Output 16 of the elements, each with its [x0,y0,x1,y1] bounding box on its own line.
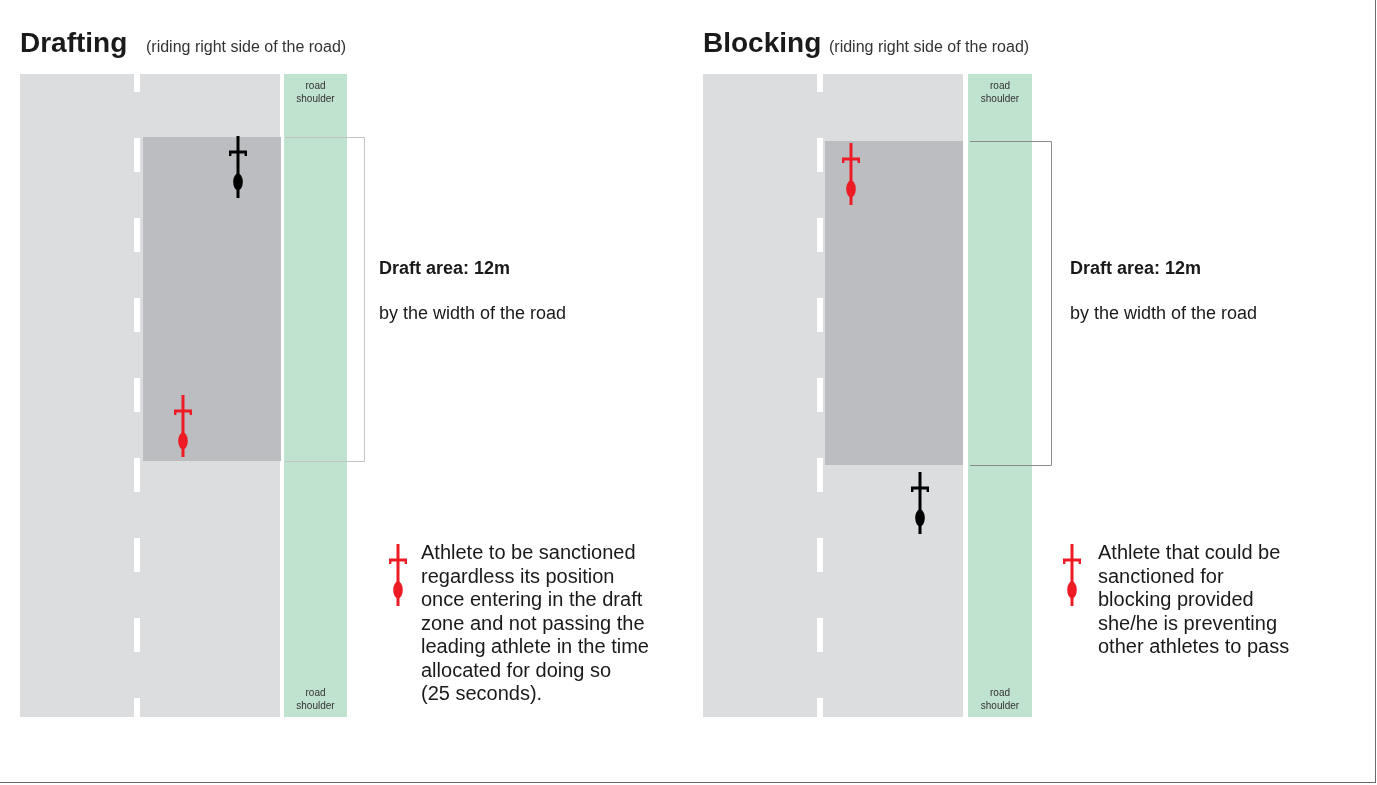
legend-text: Athlete that could be sanctioned for blocking provided she/he is preventing other athletes to pass [1098,541,1290,659]
legend-text: Athlete to be sanctioned regardless its position once entering in the draft zone and not passing the leading athlete in the time allocated for doing so (25 seconds). [421,541,649,706]
dimension-note: by the width of the road [379,304,567,322]
dimension-label: Draft area: 12m [379,259,511,277]
dimension-note: by the width of the road [1070,304,1258,322]
shoulder-label: road shoulder [295,79,336,105]
heading-note: (riding right side of the road) [146,39,347,55]
shoulder-label: road shoulder [295,686,336,712]
road-shoulder [284,74,347,717]
heading-note: (riding right side of the road) [829,39,1030,55]
panel-heading: Drafting [20,29,128,57]
road-shoulder [968,74,1032,717]
panel-heading: Blocking [703,29,822,57]
dimension-label: Draft area: 12m [1070,259,1202,277]
shoulder-label: road shoulder [979,79,1021,105]
shoulder-label: road shoulder [979,686,1021,712]
